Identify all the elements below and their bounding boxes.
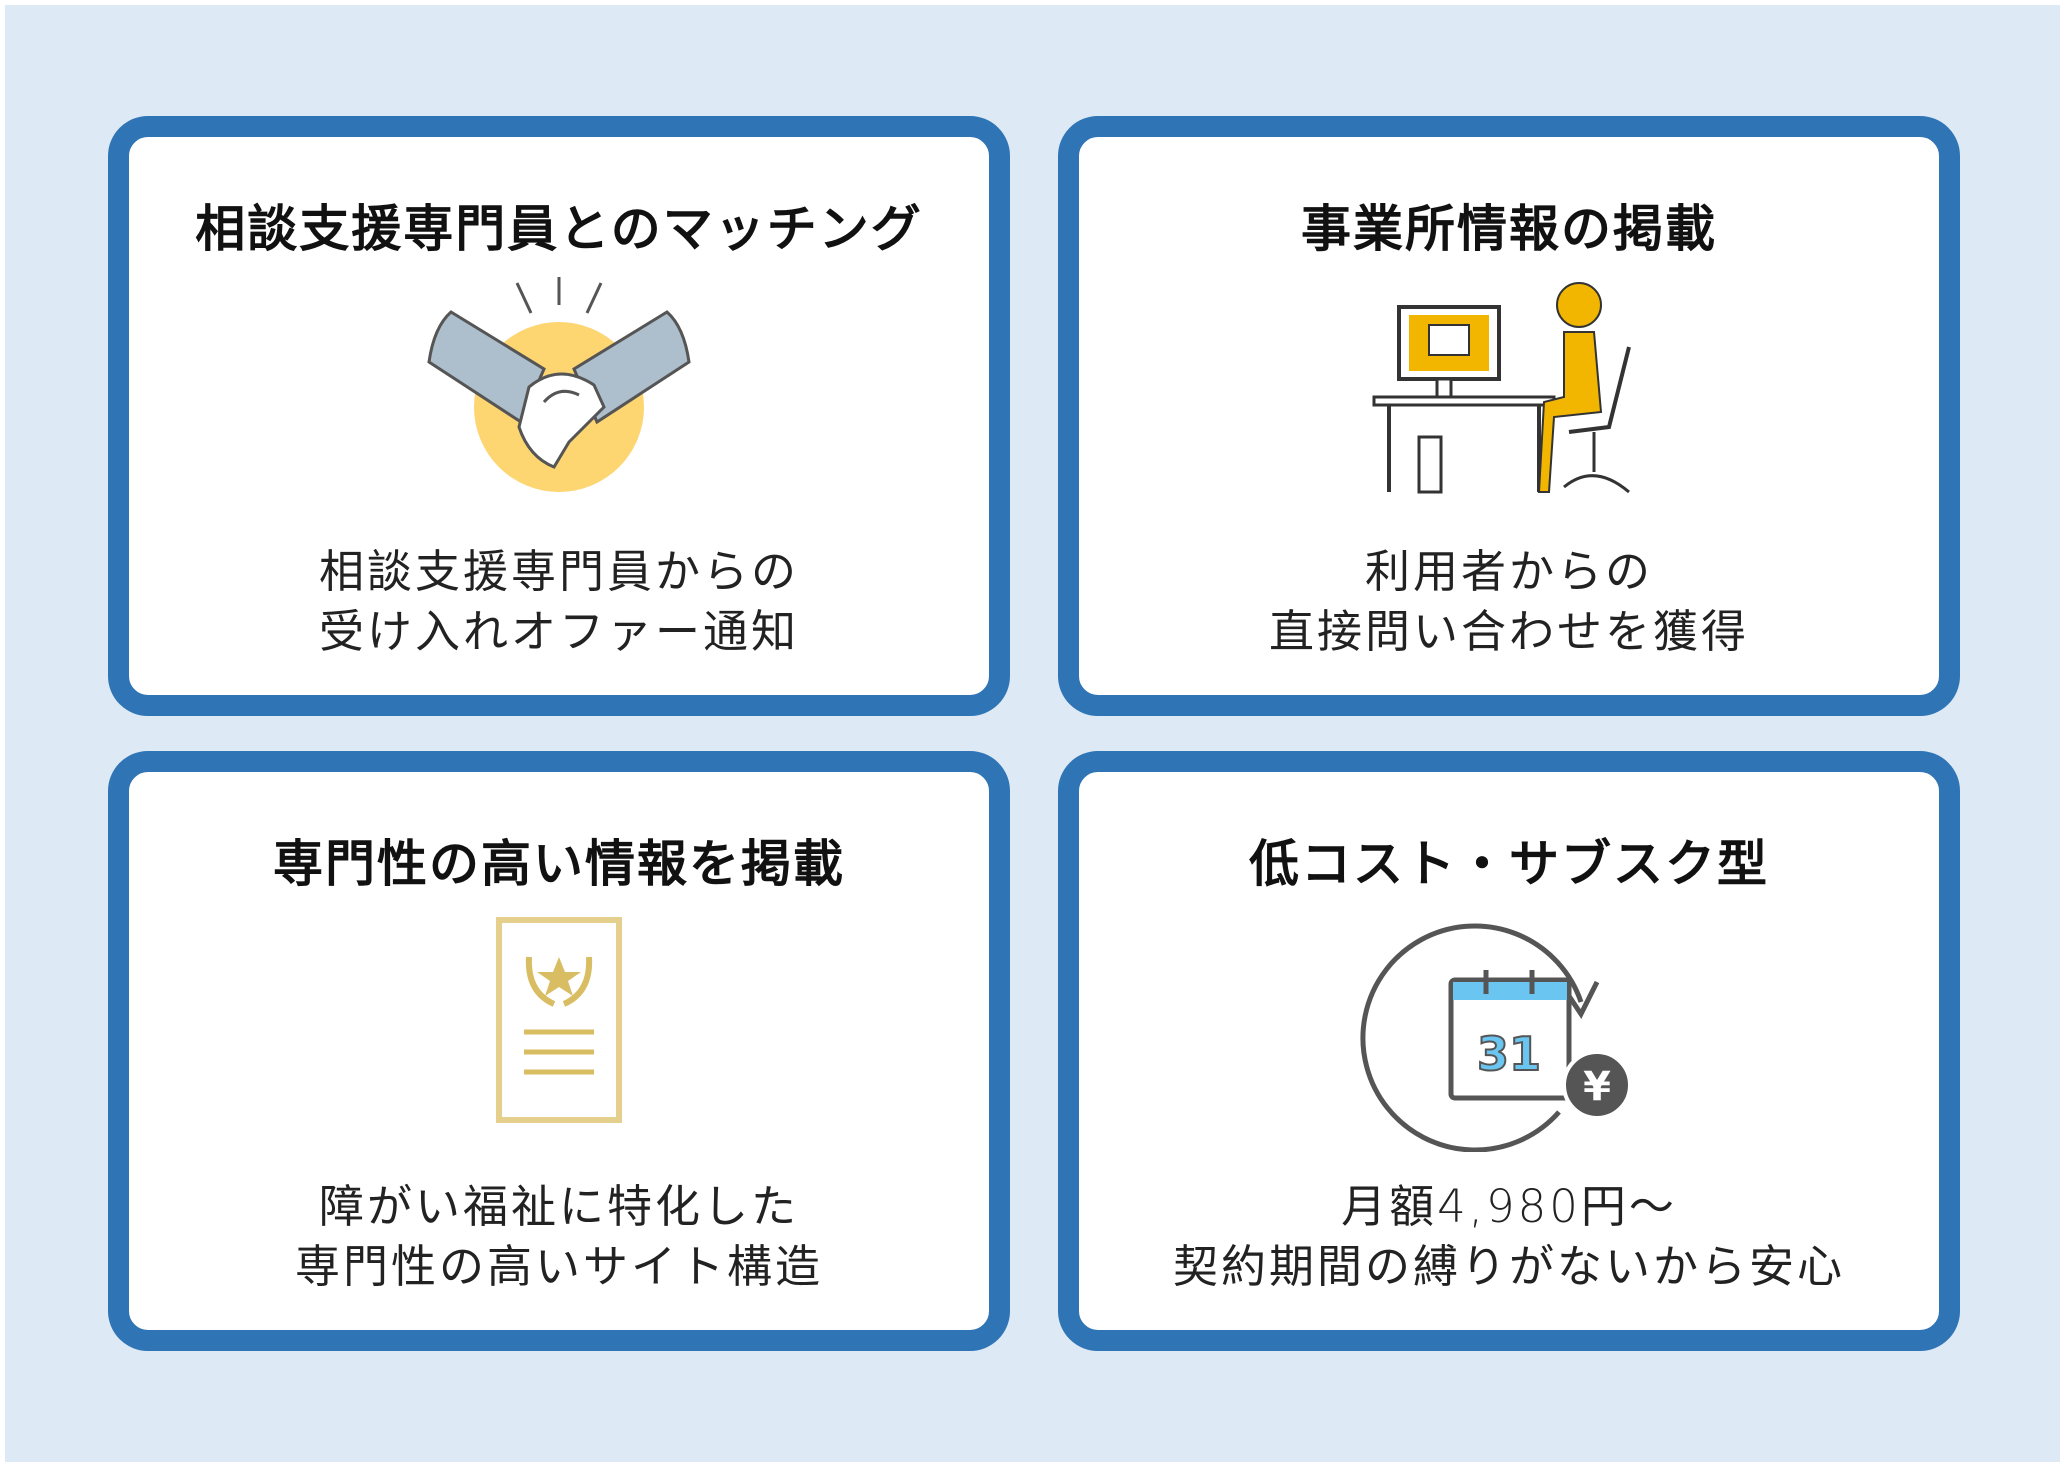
description-line: 相談支援専門員からの: [318, 545, 799, 598]
handshake-icon: [427, 277, 691, 492]
feature-card-listing: 事業所情報の掲載 利用者からの 直接問い合わせを獲得: [1058, 116, 1960, 716]
description-line: 障がい福祉に特化した: [318, 1180, 799, 1233]
card-description: 利用者からの 直接問い合わせを獲得: [1079, 542, 1939, 662]
feature-card-expertise: 専門性の高い情報を掲載 障がい福祉に特化した 専門性の高いサイト構造: [108, 751, 1010, 1351]
description-line: 受け入れオファー通知: [318, 605, 799, 658]
card-title: 事業所情報の掲載: [1301, 200, 1717, 258]
card-title: 低コスト・サブスク型: [1249, 835, 1769, 893]
description-line: 月額4,980円～: [1341, 1180, 1677, 1233]
description-line: 利用者からの: [1364, 545, 1653, 598]
description-line: 直接問い合わせを獲得: [1268, 605, 1749, 658]
feature-card-matching: 相談支援専門員とのマッチング 相談支援専門員からの 受け入れオファー通知: [108, 116, 1010, 716]
office-worker-icon: [1372, 282, 1631, 494]
subscription-calendar-icon: 31 ¥: [1360, 923, 1632, 1152]
yen-icon: ¥: [1583, 1064, 1611, 1110]
card-description: 障がい福祉に特化した 専門性の高いサイト構造: [129, 1177, 989, 1297]
card-description: 月額4,980円～ 契約期間の縛りがないから安心: [1079, 1177, 1939, 1297]
card-title: 相談支援専門員とのマッチング: [195, 200, 923, 258]
card-description: 相談支援専門員からの 受け入れオファー通知: [129, 542, 989, 662]
feature-card-pricing: 低コスト・サブスク型 31 ¥ 月額4,980円～ 契約期間の縛りがないから安心: [1058, 751, 1960, 1351]
card-title: 専門性の高い情報を掲載: [273, 835, 845, 893]
description-line: 専門性の高いサイト構造: [294, 1240, 823, 1293]
description-line: 契約期間の縛りがないから安心: [1172, 1240, 1845, 1293]
calendar-day: 31: [1477, 1027, 1541, 1081]
certificate-icon: [496, 917, 622, 1123]
